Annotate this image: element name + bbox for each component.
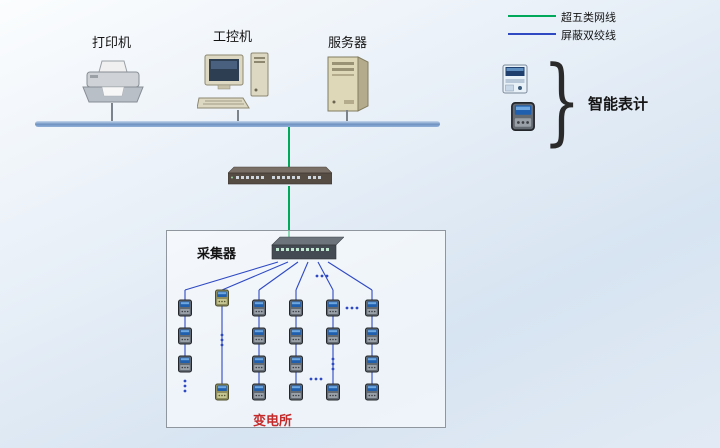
meter-icon <box>252 355 266 373</box>
server-drop-line <box>346 110 348 122</box>
ellipsis-dots <box>183 384 187 388</box>
stp-wire <box>221 261 289 291</box>
meter-icon <box>252 327 266 345</box>
ellipsis-dots <box>183 389 187 393</box>
meter-icon <box>252 299 266 317</box>
cat5e-run-switch-to-collector <box>288 186 290 240</box>
substation-box <box>166 230 446 428</box>
meter-icon <box>289 383 303 401</box>
meter-icon <box>326 383 340 401</box>
meter-legend-icon-2 <box>511 102 535 131</box>
stp-wire <box>295 261 309 291</box>
ellipsis-dots <box>220 338 224 342</box>
ipc-icon <box>197 52 269 109</box>
network-backbone-line <box>35 121 440 127</box>
ellipsis-dots <box>314 377 318 381</box>
stp-wire <box>184 261 279 291</box>
meter-icon <box>178 355 192 373</box>
printer-label: 打印机 <box>92 35 132 50</box>
meter-icon <box>326 327 340 345</box>
ellipsis-dots <box>350 306 354 310</box>
substation-wiring <box>178 261 379 401</box>
ellipsis-dots <box>331 357 335 361</box>
meter-icon <box>252 383 266 401</box>
ellipsis-dots <box>319 377 323 381</box>
ethernet-switch-icon <box>228 166 332 185</box>
cat5e-line-label: 超五类网线 <box>561 12 616 24</box>
ellipsis-dots <box>220 333 224 337</box>
ellipsis-dots <box>320 274 324 278</box>
substation-label: 变电所 <box>253 413 293 428</box>
collector-icon <box>271 236 344 260</box>
stp-line-sample <box>508 33 556 35</box>
meter-icon <box>365 383 379 401</box>
stp-wire <box>258 261 299 291</box>
ellipsis-dots <box>331 362 335 366</box>
server-label: 服务器 <box>328 35 368 50</box>
meter-icon <box>215 289 229 307</box>
ellipsis-dots <box>345 306 349 310</box>
stp-wire <box>327 261 373 291</box>
smart-meter-group-label: 智能表计 <box>588 97 649 113</box>
meter-icon <box>289 355 303 373</box>
ellipsis-dots <box>220 343 224 347</box>
cat5e-line-sample <box>508 15 556 17</box>
ellipsis-dots <box>309 377 313 381</box>
ellipsis-dots <box>325 274 329 278</box>
meter-legend-icon-1 <box>502 64 528 94</box>
meter-icon <box>178 327 192 345</box>
meter-icon <box>365 355 379 373</box>
meter-icon <box>289 299 303 317</box>
cat5e-run-backbone-to-switch <box>288 127 290 167</box>
meter-icon <box>326 299 340 317</box>
stp-wire <box>317 261 334 291</box>
ellipsis-dots <box>331 367 335 371</box>
meter-icon <box>289 327 303 345</box>
ellipsis-dots <box>183 379 187 383</box>
meter-icon <box>178 299 192 317</box>
meter-icon <box>365 327 379 345</box>
server-icon <box>327 56 369 112</box>
printer-drop-line <box>111 103 113 122</box>
collector-label: 采集器 <box>197 246 237 261</box>
meter-icon <box>215 383 229 401</box>
ellipsis-dots <box>355 306 359 310</box>
ipc-drop-line <box>237 110 239 122</box>
brace-glyph: } <box>543 46 581 156</box>
ellipsis-dots <box>315 274 319 278</box>
printer-icon <box>82 60 144 103</box>
stp-line-label: 屏蔽双绞线 <box>561 30 616 42</box>
ipc-label: 工控机 <box>213 29 253 44</box>
meter-icon <box>365 299 379 317</box>
